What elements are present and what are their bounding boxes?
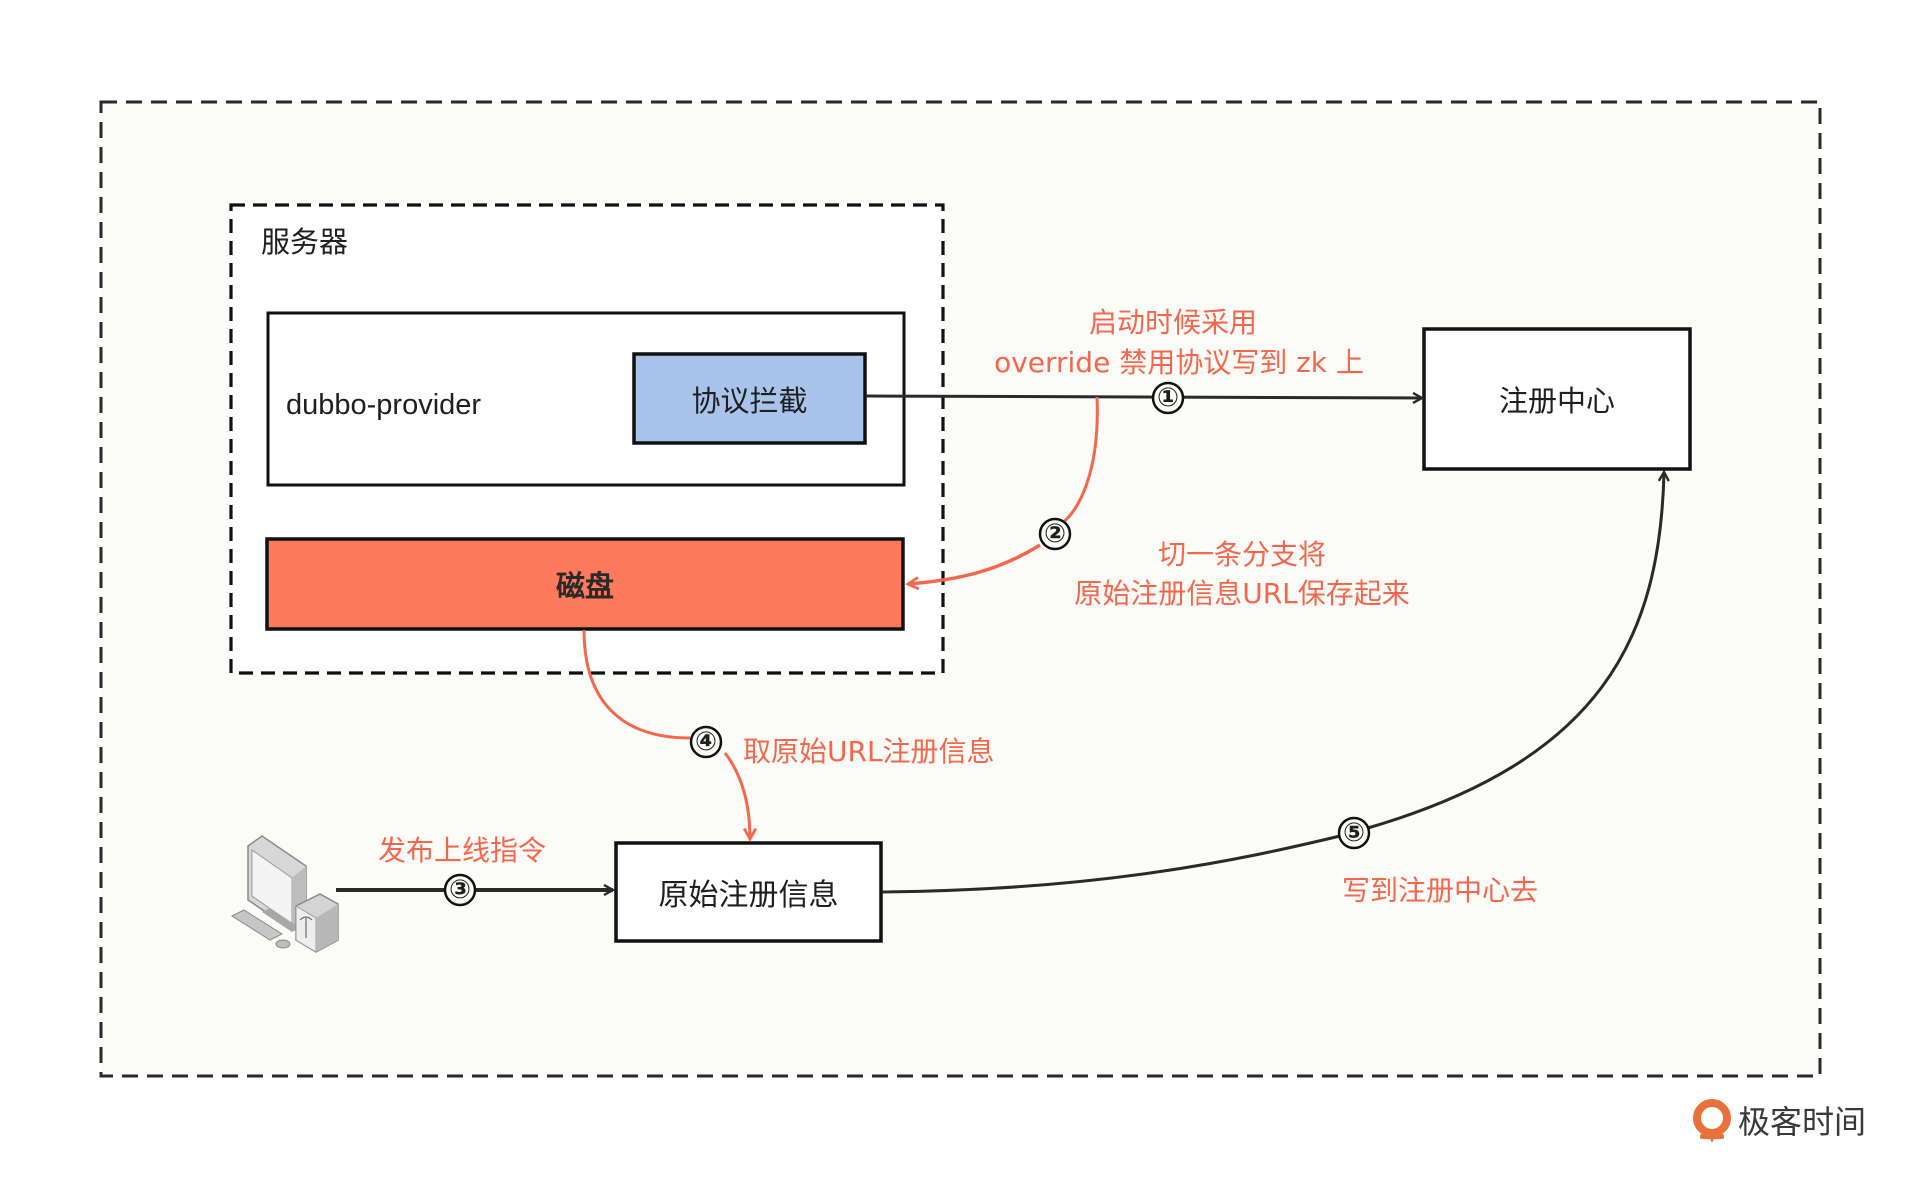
step-1-label-line-1: 启动时候采用 — [1088, 306, 1258, 339]
geektime-logo-icon — [1693, 1099, 1731, 1143]
edge-step-4 — [582, 629, 691, 740]
registry-box[interactable] — [1422, 327, 1692, 471]
registry-label: 注册中心 — [1498, 384, 1615, 418]
step-badge-1 — [1151, 381, 1185, 415]
edge-step-5 — [881, 834, 1341, 894]
step-3-label: 发布上线指令 — [378, 834, 547, 867]
protocol-intercept-box[interactable] — [632, 352, 867, 445]
step-1-label-line-2: override 禁用协议写到 zk 上 — [994, 346, 1364, 379]
provider-label: dubbo-provider — [286, 389, 482, 421]
edge-step-4-arrow — [723, 752, 750, 839]
step-number-2: ② — [1043, 519, 1066, 549]
step-number-4: ④ — [694, 727, 717, 757]
step-badge-5 — [1337, 816, 1371, 850]
edge-step-5-arrow — [1367, 472, 1664, 830]
step-badge-2 — [1038, 517, 1072, 551]
step-4-label: 取原始URL注册信息 — [743, 735, 995, 768]
step-5-label: 写到注册中心去 — [1341, 874, 1539, 907]
step-2-label-line-1: 切一条分支将 — [1157, 538, 1327, 571]
disk-box[interactable] — [265, 537, 905, 631]
step-number-3: ③ — [448, 875, 471, 905]
desktop-computer-icon[interactable] — [230, 835, 339, 953]
step-2-label-line-2: 原始注册信息URL保存起来 — [1074, 577, 1410, 610]
step-badge-3 — [443, 873, 477, 907]
brand-name: 极客时间 — [1738, 1103, 1867, 1141]
server-group-label: 服务器 — [261, 225, 349, 259]
edge-step-2-arrow — [908, 543, 1041, 584]
disk-label: 磁盘 — [555, 569, 614, 603]
edge-step-2 — [1059, 396, 1099, 527]
step-badge-4 — [689, 725, 723, 759]
step-number-5: ⑤ — [1342, 818, 1365, 848]
edge-step-1 — [865, 396, 1422, 398]
step-number-1: ① — [1156, 383, 1179, 413]
original-info-box[interactable] — [614, 841, 883, 943]
protocol-intercept-label: 协议拦截 — [691, 383, 808, 418]
original-info-label: 原始注册信息 — [658, 878, 839, 913]
